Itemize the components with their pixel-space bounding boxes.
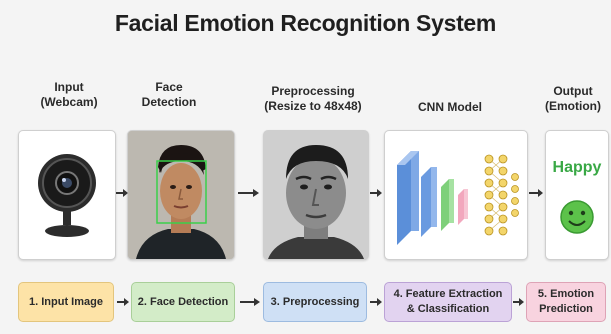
- caption-input: Input (Webcam): [40, 80, 98, 109]
- face-detection-panel: [127, 130, 235, 260]
- caption-output: Output (Emotion): [545, 84, 601, 113]
- preprocessing-panel: [263, 130, 369, 260]
- smiley-icon: [560, 200, 594, 234]
- cnn-diagram: [397, 151, 519, 245]
- arrow-right-icon: [238, 189, 259, 197]
- caption-cnn-model: CNN Model: [418, 100, 482, 114]
- arrow-right-icon: [117, 298, 129, 306]
- caption-face-detection: Face Detection: [141, 80, 197, 109]
- step-emotion-prediction: 5. Emotion Prediction: [526, 282, 606, 322]
- caption-preprocessing: Preprocessing (Resize to 48x48): [264, 84, 362, 113]
- arrow-right-icon: [116, 189, 128, 197]
- face-photo: [128, 131, 234, 259]
- output-panel: Happy: [545, 130, 609, 260]
- webcam-icon: [38, 154, 96, 237]
- arrow-right-icon: [240, 298, 260, 306]
- webcam-panel: [18, 130, 116, 260]
- arrow-right-icon: [370, 189, 382, 197]
- emotion-label: Happy: [552, 159, 602, 176]
- step-feature-extraction: 4. Feature Extraction & Classification: [384, 282, 512, 322]
- grayscale-face-photo: [264, 131, 368, 259]
- step-face-detection: 2. Face Detection: [131, 282, 235, 322]
- cnn-panel: [384, 130, 528, 260]
- arrow-right-icon: [370, 298, 382, 306]
- step-preprocessing: 3. Preprocessing: [263, 282, 367, 322]
- step-input-image: 1. Input Image: [18, 282, 114, 322]
- arrow-right-icon: [529, 189, 543, 197]
- diagram-title: Facial Emotion Recognition System: [114, 10, 497, 36]
- arrow-right-icon: [513, 298, 524, 306]
